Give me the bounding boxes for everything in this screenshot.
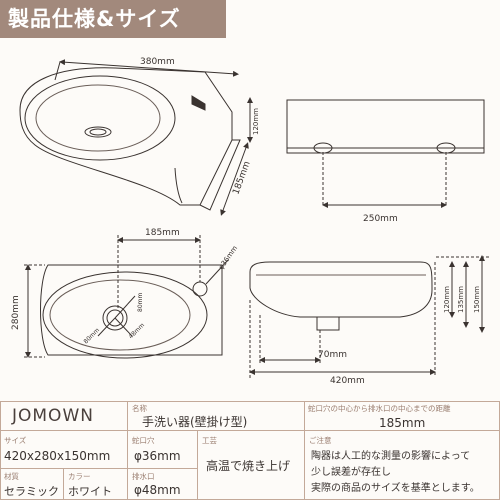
center-distance-cell: 蛇口穴の中心から排水口の中心までの距離 185mm: [305, 401, 500, 431]
name-label: 名称: [132, 404, 147, 413]
dim-plan-tap-dia: φ36mm: [217, 244, 239, 271]
dim-front-hole-span: 250mm: [363, 214, 398, 224]
drain-cell: 排水口 φ48mm: [128, 469, 198, 500]
color-cell: カラー ホワイト: [64, 469, 128, 500]
section-title: 製品仕様&サイズ: [0, 0, 226, 38]
dim-side-drain-offset: 70mm: [318, 350, 347, 360]
brand-cell: JOMOWN: [0, 401, 128, 431]
craft-label: 工芸: [202, 436, 217, 445]
plan-view: [24, 235, 229, 359]
size-cell: サイズ 420x280x150mm: [0, 431, 128, 469]
perspective-view: [19, 59, 253, 216]
drain-value: φ48mm: [134, 483, 181, 497]
dim-plan-depth: 280mm: [11, 295, 21, 330]
material-value: セラミック: [4, 485, 59, 498]
dim-side-height-1: 120mm: [443, 286, 451, 313]
drain-label: 排水口: [132, 472, 155, 481]
tap-hole-cell: 蛇口穴 φ36mm: [128, 431, 198, 469]
tap-hole-value: φ36mm: [134, 449, 181, 463]
size-value: 420x280x150mm: [4, 449, 111, 463]
spec-table: JOMOWN 名称 手洗い器(壁掛け型) 蛇口穴の中心から排水口の中心までの距離…: [0, 401, 500, 500]
technical-drawings: 380mm 120mm 185mm 250mm 185mm φ36mm 280m…: [11, 57, 490, 386]
tap-hole-label: 蛇口穴: [132, 436, 155, 445]
brand-name: JOMOWN: [12, 406, 94, 426]
size-label: サイズ: [4, 436, 27, 445]
dim-side-width: 420mm: [330, 376, 365, 386]
note-line-3: 実際の商品のサイズを基準とします。: [311, 483, 480, 494]
center-distance-value: 185mm: [379, 416, 426, 430]
dim-side-height-3: 150mm: [473, 286, 481, 313]
dim-drain-3: 48mm: [127, 322, 146, 341]
name-value: 手洗い器(壁掛け型): [142, 415, 248, 429]
center-distance-label: 蛇口穴の中心から排水口の中心までの距離: [308, 404, 451, 413]
note-line-1: 陶器は人工的な測量の影響によって: [311, 451, 471, 462]
material-label: 材質: [4, 472, 19, 481]
note-line-2: 少し誤差が存在し: [311, 467, 391, 478]
craft-value: 高温で焼き上げ: [206, 459, 291, 473]
front-view: [286, 99, 485, 208]
color-value: ホワイト: [68, 485, 112, 498]
dim-plan-width: 185mm: [145, 228, 180, 238]
name-cell: 名称 手洗い器(壁掛け型): [128, 401, 305, 431]
note-cell: ご注意 陶器は人工的な測量の影響によって 少し誤差が存在し 実際の商品のサイズを…: [305, 431, 500, 500]
craft-cell: 工芸 高温で焼き上げ: [198, 431, 305, 500]
note-label: ご注意: [309, 436, 332, 445]
material-cell: 材質 セラミック: [0, 469, 64, 500]
dim-drain-2: 80mm: [137, 293, 144, 312]
dim-top-width: 380mm: [140, 57, 175, 67]
side-view: [249, 255, 490, 378]
color-label: カラー: [68, 472, 91, 481]
dim-top-tap-block: 120mm: [252, 108, 260, 135]
dim-side-height-2: 135mm: [457, 286, 465, 313]
